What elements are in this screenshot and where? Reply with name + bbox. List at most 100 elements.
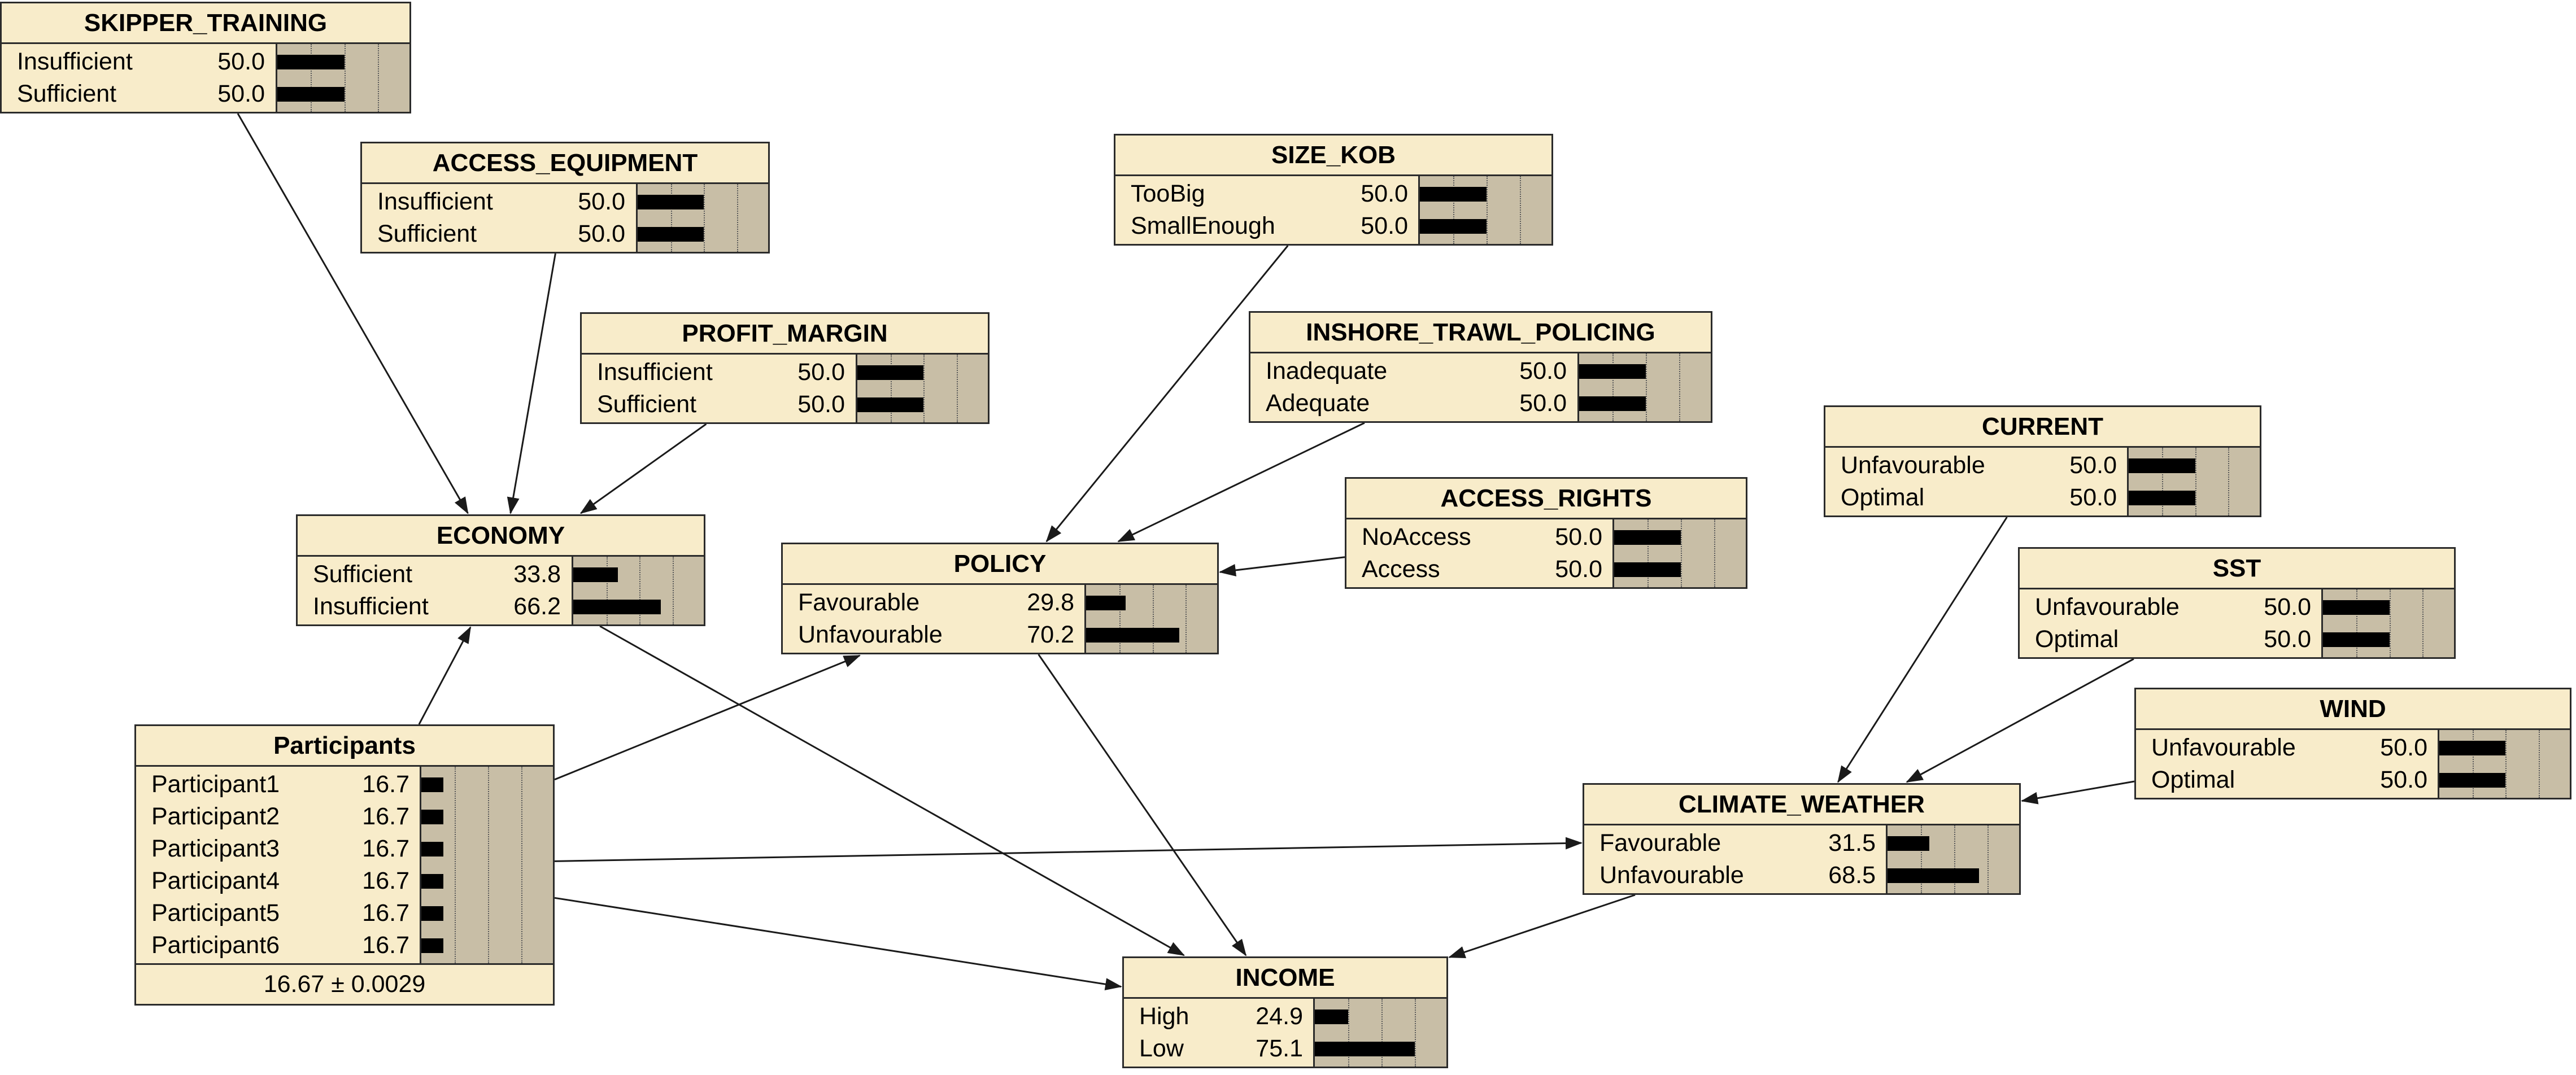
state-name: Optimal [1841, 484, 1925, 511]
state-row[interactable]: Sufficient 50.0 [362, 218, 768, 250]
edge-access-rights-to-policy [1219, 556, 1345, 576]
node-title: ECONOMY [298, 516, 704, 557]
edge-size-kob-to-policy [1045, 245, 1289, 543]
state-probability: 50.0 [797, 391, 845, 418]
state-row[interactable]: Favourable 31.5 [1584, 827, 2019, 859]
gridline [521, 767, 522, 963]
state-name: Unfavourable [2035, 593, 2180, 620]
state-row[interactable]: Insufficient 50.0 [582, 356, 988, 388]
state-probability: 50.0 [1555, 556, 1602, 583]
state-name: Unfavourable [798, 621, 943, 648]
gridline [1348, 999, 1349, 1067]
state-name: Participant6 [151, 932, 280, 959]
state-row[interactable]: Participant3 16.7 [136, 833, 553, 865]
gridline [488, 767, 489, 963]
belief-bar [421, 906, 443, 921]
state-name: Sufficient [17, 80, 117, 107]
state-name: Favourable [1599, 829, 1721, 856]
belief-bar [2323, 600, 2390, 615]
state-probability: 75.1 [1256, 1035, 1303, 1062]
state-row[interactable]: Insufficient 50.0 [2, 46, 409, 78]
state-probability: 50.0 [2380, 766, 2427, 793]
node-title: WIND [2136, 689, 2570, 730]
state-probability: 50.0 [217, 48, 265, 75]
gridline [1646, 353, 1647, 421]
gridline [1921, 825, 1922, 893]
gridline [2390, 589, 2391, 657]
belief-bar [2439, 741, 2505, 755]
state-name: Insufficient [17, 48, 133, 75]
state-name: Insufficient [313, 593, 429, 620]
state-name: Sufficient [377, 220, 477, 247]
state-probability: 50.0 [578, 220, 625, 247]
state-probability: 16.7 [362, 835, 409, 862]
gridline [1119, 585, 1121, 653]
state-name: High [1139, 1003, 1189, 1030]
state-probability: 50.0 [1555, 523, 1602, 550]
belief-bar [1579, 396, 1646, 411]
belief-bar [638, 195, 704, 209]
gridline [2539, 730, 2540, 798]
state-name: Participant3 [151, 835, 280, 862]
node-title: CURRENT [1825, 407, 2260, 448]
state-probability: 31.5 [1828, 829, 1876, 856]
state-probability: 50.0 [1361, 180, 1408, 207]
gridline [2356, 589, 2357, 657]
state-probability: 50.0 [2380, 734, 2427, 761]
edge-sst-to-climate-weather [1906, 658, 2134, 783]
node-title: INCOME [1124, 958, 1446, 999]
belief-bar [2439, 773, 2505, 788]
state-probability: 50.0 [797, 359, 845, 386]
gridline [673, 557, 674, 624]
belief-bar [1315, 1042, 1415, 1056]
state-name: Insufficient [597, 359, 713, 386]
